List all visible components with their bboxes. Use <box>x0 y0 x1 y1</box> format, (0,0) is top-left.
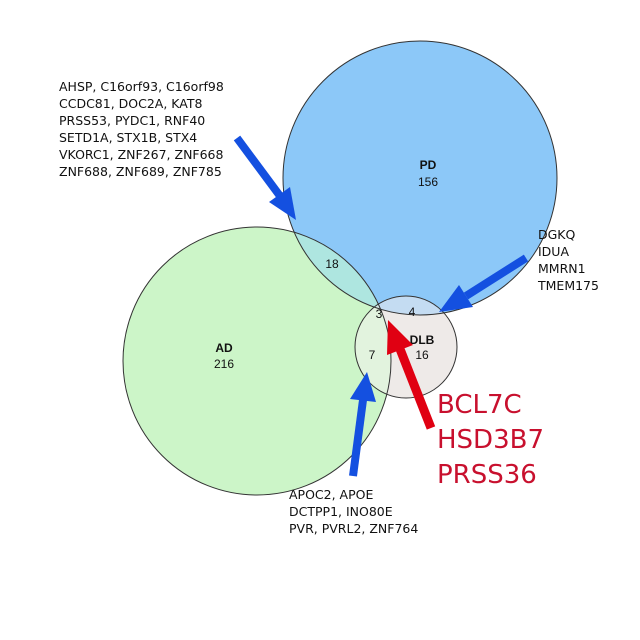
gene-line: PRSS36 <box>437 460 537 490</box>
gene-line: SETD1A, STX1B, STX4 <box>59 130 198 145</box>
overlap-ad-dlb <box>355 296 391 398</box>
set-label-pd: PD <box>420 158 437 172</box>
gene-line: AHSP, C16orf93, C16orf98 <box>59 79 224 94</box>
gene-line: PVR, PVRL2, ZNF764 <box>289 521 419 536</box>
gene-line: IDUA <box>538 244 570 259</box>
gene-line: PRSS53, PYDC1, RNF40 <box>59 113 206 128</box>
gene-line: VKORC1, ZNF267, ZNF668 <box>59 147 224 162</box>
arrow-all-three <box>387 320 436 430</box>
arrow-ad-pd <box>233 135 296 220</box>
outline-pd <box>282 40 558 316</box>
overlap-count-ad-dlb: 7 <box>369 348 376 362</box>
set-label-dlb: DLB <box>410 333 435 347</box>
gene-list-ad-dlb: APOC2, APOE DCTPP1, INO80E PVR, PVRL2, Z… <box>289 486 418 537</box>
gene-line: DGKQ <box>538 227 576 242</box>
gene-list-ad-pd: AHSP, C16orf93, C16orf98 CCDC81, DOC2A, … <box>59 78 224 180</box>
gene-list-all-three: BCL7C HSD3B7 PRSS36 <box>437 388 544 493</box>
circle-pd <box>283 41 557 315</box>
outline-dlb <box>354 295 458 399</box>
gene-line: HSD3B7 <box>437 425 544 455</box>
gene-line: MMRN1 <box>538 261 586 276</box>
set-count-ad: 216 <box>214 357 234 371</box>
gene-line: TMEM175 <box>538 278 599 293</box>
circle-ad <box>123 227 391 495</box>
overlap-count-ad-pd-dlb: 3 <box>376 307 383 321</box>
gene-line: BCL7C <box>437 390 522 420</box>
gene-line: ZNF688, ZNF689, ZNF785 <box>59 164 222 179</box>
outline-ad <box>122 226 392 496</box>
arrow-pd-dlb <box>439 254 529 312</box>
gene-list-pd-dlb: DGKQ IDUA MMRN1 TMEM175 <box>538 226 599 294</box>
gene-line: APOC2, APOE <box>289 487 374 502</box>
overlap-count-pd-dlb: 4 <box>409 305 416 319</box>
arrow-ad-dlb <box>349 372 376 477</box>
set-label-ad: AD <box>215 341 233 355</box>
set-count-pd: 156 <box>418 175 438 189</box>
gene-line: DCTPP1, INO80E <box>289 504 393 519</box>
overlap-count-ad-pd: 18 <box>325 257 339 271</box>
gene-line: CCDC81, DOC2A, KAT8 <box>59 96 203 111</box>
set-count-dlb: 16 <box>415 348 429 362</box>
